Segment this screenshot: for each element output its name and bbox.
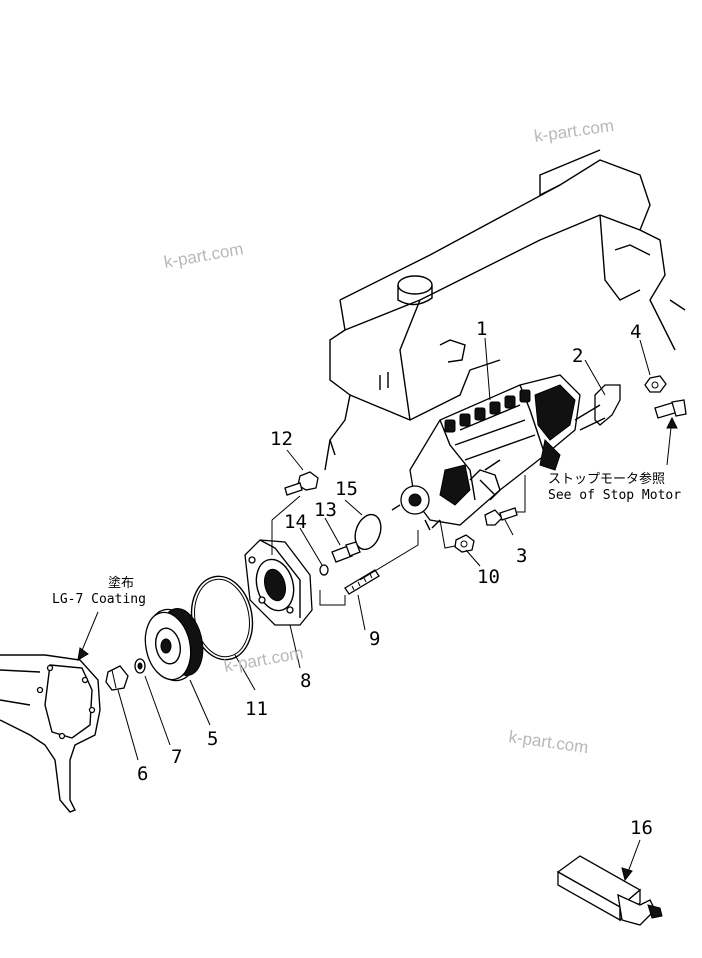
gasket-housing xyxy=(0,654,101,813)
label-part-15: 15 xyxy=(335,478,358,500)
label-part-6: 6 xyxy=(137,763,148,785)
bracket xyxy=(574,384,621,431)
label-part-5: 5 xyxy=(207,728,218,750)
watermark: k-part.com xyxy=(222,643,304,676)
label-part-2: 2 xyxy=(572,345,583,367)
leader-lines xyxy=(77,337,673,881)
nut-10 xyxy=(454,534,475,553)
washer-14 xyxy=(319,564,329,576)
label-part-4: 4 xyxy=(630,321,641,343)
engine-block-outline xyxy=(324,149,686,471)
stud-9 xyxy=(344,569,380,595)
arrow-part-16 xyxy=(621,867,633,882)
label-part-8: 8 xyxy=(300,670,311,692)
label-part-1: 1 xyxy=(476,318,487,340)
nut-4 xyxy=(644,375,667,393)
housing-cover xyxy=(244,539,313,626)
bolt-12 xyxy=(284,471,319,496)
label-part-12: 12 xyxy=(270,428,293,450)
part-16-tool xyxy=(556,855,663,926)
arrow-coating xyxy=(77,647,89,661)
gear-5 xyxy=(144,607,204,682)
label-part-14: 14 xyxy=(284,511,307,533)
injection-pump xyxy=(391,374,581,531)
watermark: k-part.com xyxy=(162,239,244,272)
bolt-stop-motor xyxy=(654,399,687,419)
nut-6 xyxy=(105,665,129,691)
label-part-7: 7 xyxy=(171,746,182,768)
note-stop-motor-en: See of Stop Motor xyxy=(548,488,681,503)
bolt-3 xyxy=(484,507,518,526)
bolt-13 xyxy=(331,541,361,563)
label-part-3: 3 xyxy=(516,545,527,567)
arrow-stop-motor xyxy=(666,416,678,429)
label-part-11: 11 xyxy=(245,698,268,720)
note-coating-en: LG-7 Coating xyxy=(52,592,146,607)
label-part-13: 13 xyxy=(314,499,337,521)
label-part-10: 10 xyxy=(477,566,500,588)
watermark: k-part.com xyxy=(533,116,615,146)
watermark: k-part.com xyxy=(507,727,589,757)
note-stop-motor-jp: ストップモータ参照 xyxy=(548,471,665,487)
note-coating-jp: 塗布 xyxy=(108,575,134,591)
o-ring-15 xyxy=(354,513,382,551)
label-part-16: 16 xyxy=(630,817,653,839)
label-part-9: 9 xyxy=(369,628,380,650)
